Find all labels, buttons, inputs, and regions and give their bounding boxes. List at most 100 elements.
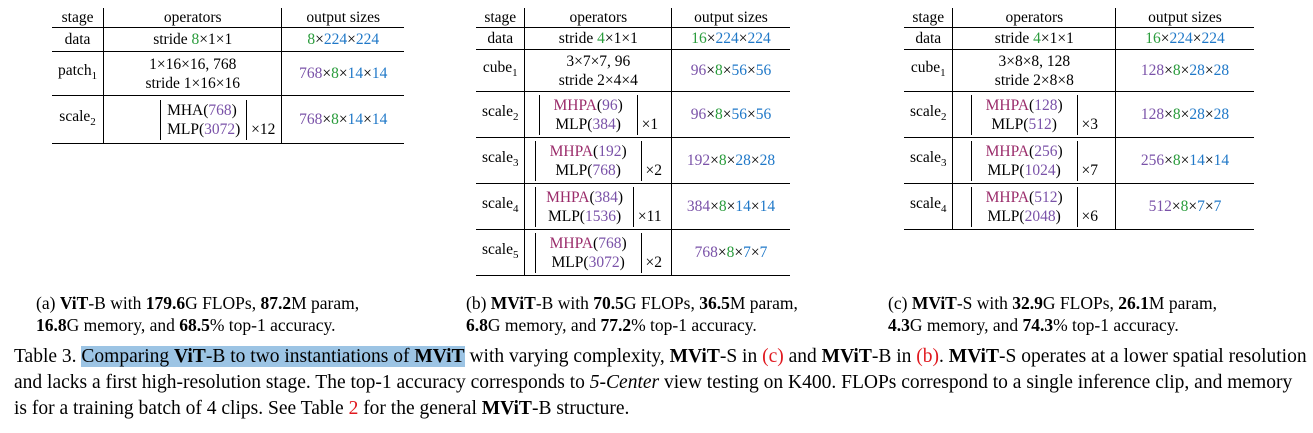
- output-cell: 768×8×14×14: [281, 51, 405, 96]
- operator-bracket: MHPA(256)MLP(1024): [970, 140, 1078, 181]
- repeat-multiplier: ×6: [1081, 207, 1098, 225]
- model-name: ViT: [174, 346, 206, 367]
- subcaption-text: % top-1 accuracy.: [1053, 315, 1179, 335]
- header-stage: stage: [52, 8, 104, 28]
- operator-stride: stride 2×4×4: [558, 71, 638, 89]
- operator-bracket: MHPA(512)MLP(2048): [970, 186, 1078, 227]
- operator-cell: 1×16×16, 768 stride 1×16×16: [103, 51, 282, 96]
- subcaption-text: % top-1 accuracy.: [631, 315, 757, 335]
- operator-bracket: MHPA(96)MLP(384): [538, 94, 638, 135]
- subcaption-text: G memory, and: [66, 315, 175, 335]
- caption-italic: 5-Center: [589, 372, 660, 393]
- accuracy-value: 74.3: [1022, 315, 1054, 335]
- subcaption-label: (a): [36, 293, 56, 313]
- caption-text: -B structure.: [531, 398, 630, 419]
- subcaption-text: M param,: [291, 293, 360, 313]
- repeat-multiplier: ×2: [645, 161, 662, 179]
- operator-bracket: MHPA(384)MLP(1536): [535, 186, 635, 227]
- caption-text: and: [783, 346, 817, 367]
- subcaption-text: -B with: [88, 293, 142, 313]
- ref-link-table-2[interactable]: 2: [348, 398, 359, 419]
- model-name: MViT: [669, 346, 720, 367]
- flops-value: 179.6: [145, 293, 186, 313]
- output-cell: 384×8×14×14: [671, 183, 790, 230]
- operator-cell: MHA(768)MLP(3072) ×12: [103, 95, 282, 144]
- subcaption-label: (b): [466, 293, 487, 313]
- stage-cell: cube1: [476, 49, 525, 92]
- repeat-multiplier: ×7: [1081, 161, 1098, 179]
- stage-cell: data: [52, 27, 104, 52]
- subcaption-text: -S with: [956, 293, 1008, 313]
- stage-cell: data: [476, 27, 525, 50]
- operator-bracket: MHPA(128)MLP(512): [970, 94, 1078, 135]
- header-stage: stage: [476, 8, 525, 28]
- operator-cell: MHPA(256)MLP(1024) ×7: [952, 137, 1116, 184]
- repeat-multiplier: ×2: [645, 253, 662, 271]
- model-name: MViT: [821, 346, 872, 367]
- subcaption-a: (a) ViT-B with 179.6G FLOPs, 87.2M param…: [36, 292, 359, 336]
- flops-value: 70.5: [593, 293, 624, 313]
- caption-text: for the general: [358, 398, 477, 419]
- table-mvit-b: stage operators output sizes data stride…: [476, 8, 790, 276]
- memory-value: 16.8: [36, 315, 67, 335]
- params-value: 87.2: [260, 293, 292, 313]
- stage-cell: patch1: [52, 51, 104, 96]
- subcaption-text: G memory, and: [909, 315, 1019, 335]
- model-name: MViT: [414, 346, 465, 367]
- operator-cell: MHPA(192)MLP(768) ×2: [524, 137, 672, 184]
- stage-cell: scale2: [476, 91, 525, 138]
- subcaption-text: M param,: [1148, 293, 1217, 313]
- output-cell: 16×224×224: [671, 27, 790, 50]
- caption-text: -S operates at a lower spatial resolutio…: [14, 346, 1307, 393]
- header-output-sizes: output sizes: [671, 8, 790, 28]
- stage-cell: scale4: [476, 183, 525, 230]
- memory-value: 4.3: [888, 315, 910, 335]
- caption-text: Comparing: [81, 346, 170, 367]
- output-cell: 96×8×56×56: [671, 91, 790, 138]
- subcaption-text: G FLOPs,: [1042, 293, 1114, 313]
- model-name: MViT: [911, 293, 957, 313]
- params-value: 36.5: [699, 293, 730, 313]
- output-cell: 256×8×14×14: [1115, 137, 1254, 184]
- operator-cell: MHPA(384)MLP(1536) ×11: [524, 183, 672, 230]
- operator-kernel: 1×16×16, 768: [149, 55, 237, 73]
- operator-stride: stride 1×16×16: [145, 74, 241, 92]
- operator-cell: stride 4×1×1: [524, 27, 672, 50]
- output-cell: 8×224×224: [281, 27, 405, 52]
- flops-value: 32.9: [1012, 293, 1043, 313]
- operator-cell: stride 8×1×1: [103, 27, 282, 52]
- stage-cell: cube1: [904, 49, 953, 92]
- caption-text: -B to two instantiations of: [205, 346, 410, 367]
- params-value: 26.1: [1118, 293, 1149, 313]
- subcaption-text: G FLOPs,: [623, 293, 695, 313]
- caption-label: Table 3.: [14, 346, 77, 367]
- output-cell: 96×8×56×56: [671, 49, 790, 92]
- memory-value: 6.8: [466, 315, 488, 335]
- output-cell: 512×8×7×7: [1115, 183, 1254, 230]
- operator-cell: MHPA(512)MLP(2048) ×6: [952, 183, 1116, 230]
- operator-bracket: MHPA(192)MLP(768): [534, 140, 642, 181]
- model-name: MViT: [948, 346, 999, 367]
- header-stage: stage: [904, 8, 953, 28]
- table-vit-b: stage operators output sizes data stride…: [52, 8, 405, 144]
- header-output-sizes: output sizes: [281, 8, 405, 28]
- subcaption-text: % top-1 accuracy.: [209, 315, 336, 335]
- subcaption-text: G FLOPs,: [185, 293, 257, 313]
- ref-link-c[interactable]: (c): [762, 346, 784, 367]
- operator-cell: stride 4×1×1: [952, 27, 1116, 50]
- operator-cell: MHPA(128)MLP(512) ×3: [952, 91, 1116, 138]
- output-cell: 128×8×28×28: [1115, 91, 1254, 138]
- caption-text: .: [939, 346, 944, 367]
- stage-cell: scale5: [476, 229, 525, 276]
- output-cell: 16×224×224: [1115, 27, 1254, 50]
- caption-text: view testing on K400. FLOPs correspond t…: [14, 372, 1293, 419]
- repeat-multiplier: ×11: [637, 207, 662, 225]
- ref-link-b[interactable]: (b): [916, 346, 940, 367]
- stage-cell: scale2: [904, 91, 953, 138]
- subcaption-label: (c): [888, 293, 908, 313]
- stage-cell: data: [904, 27, 953, 50]
- header-output-sizes: output sizes: [1115, 8, 1254, 28]
- caption-text: -B in: [871, 346, 912, 367]
- output-cell: 192×8×28×28: [671, 137, 790, 184]
- operator-bracket: MHPA(768)MLP(3072): [534, 232, 642, 273]
